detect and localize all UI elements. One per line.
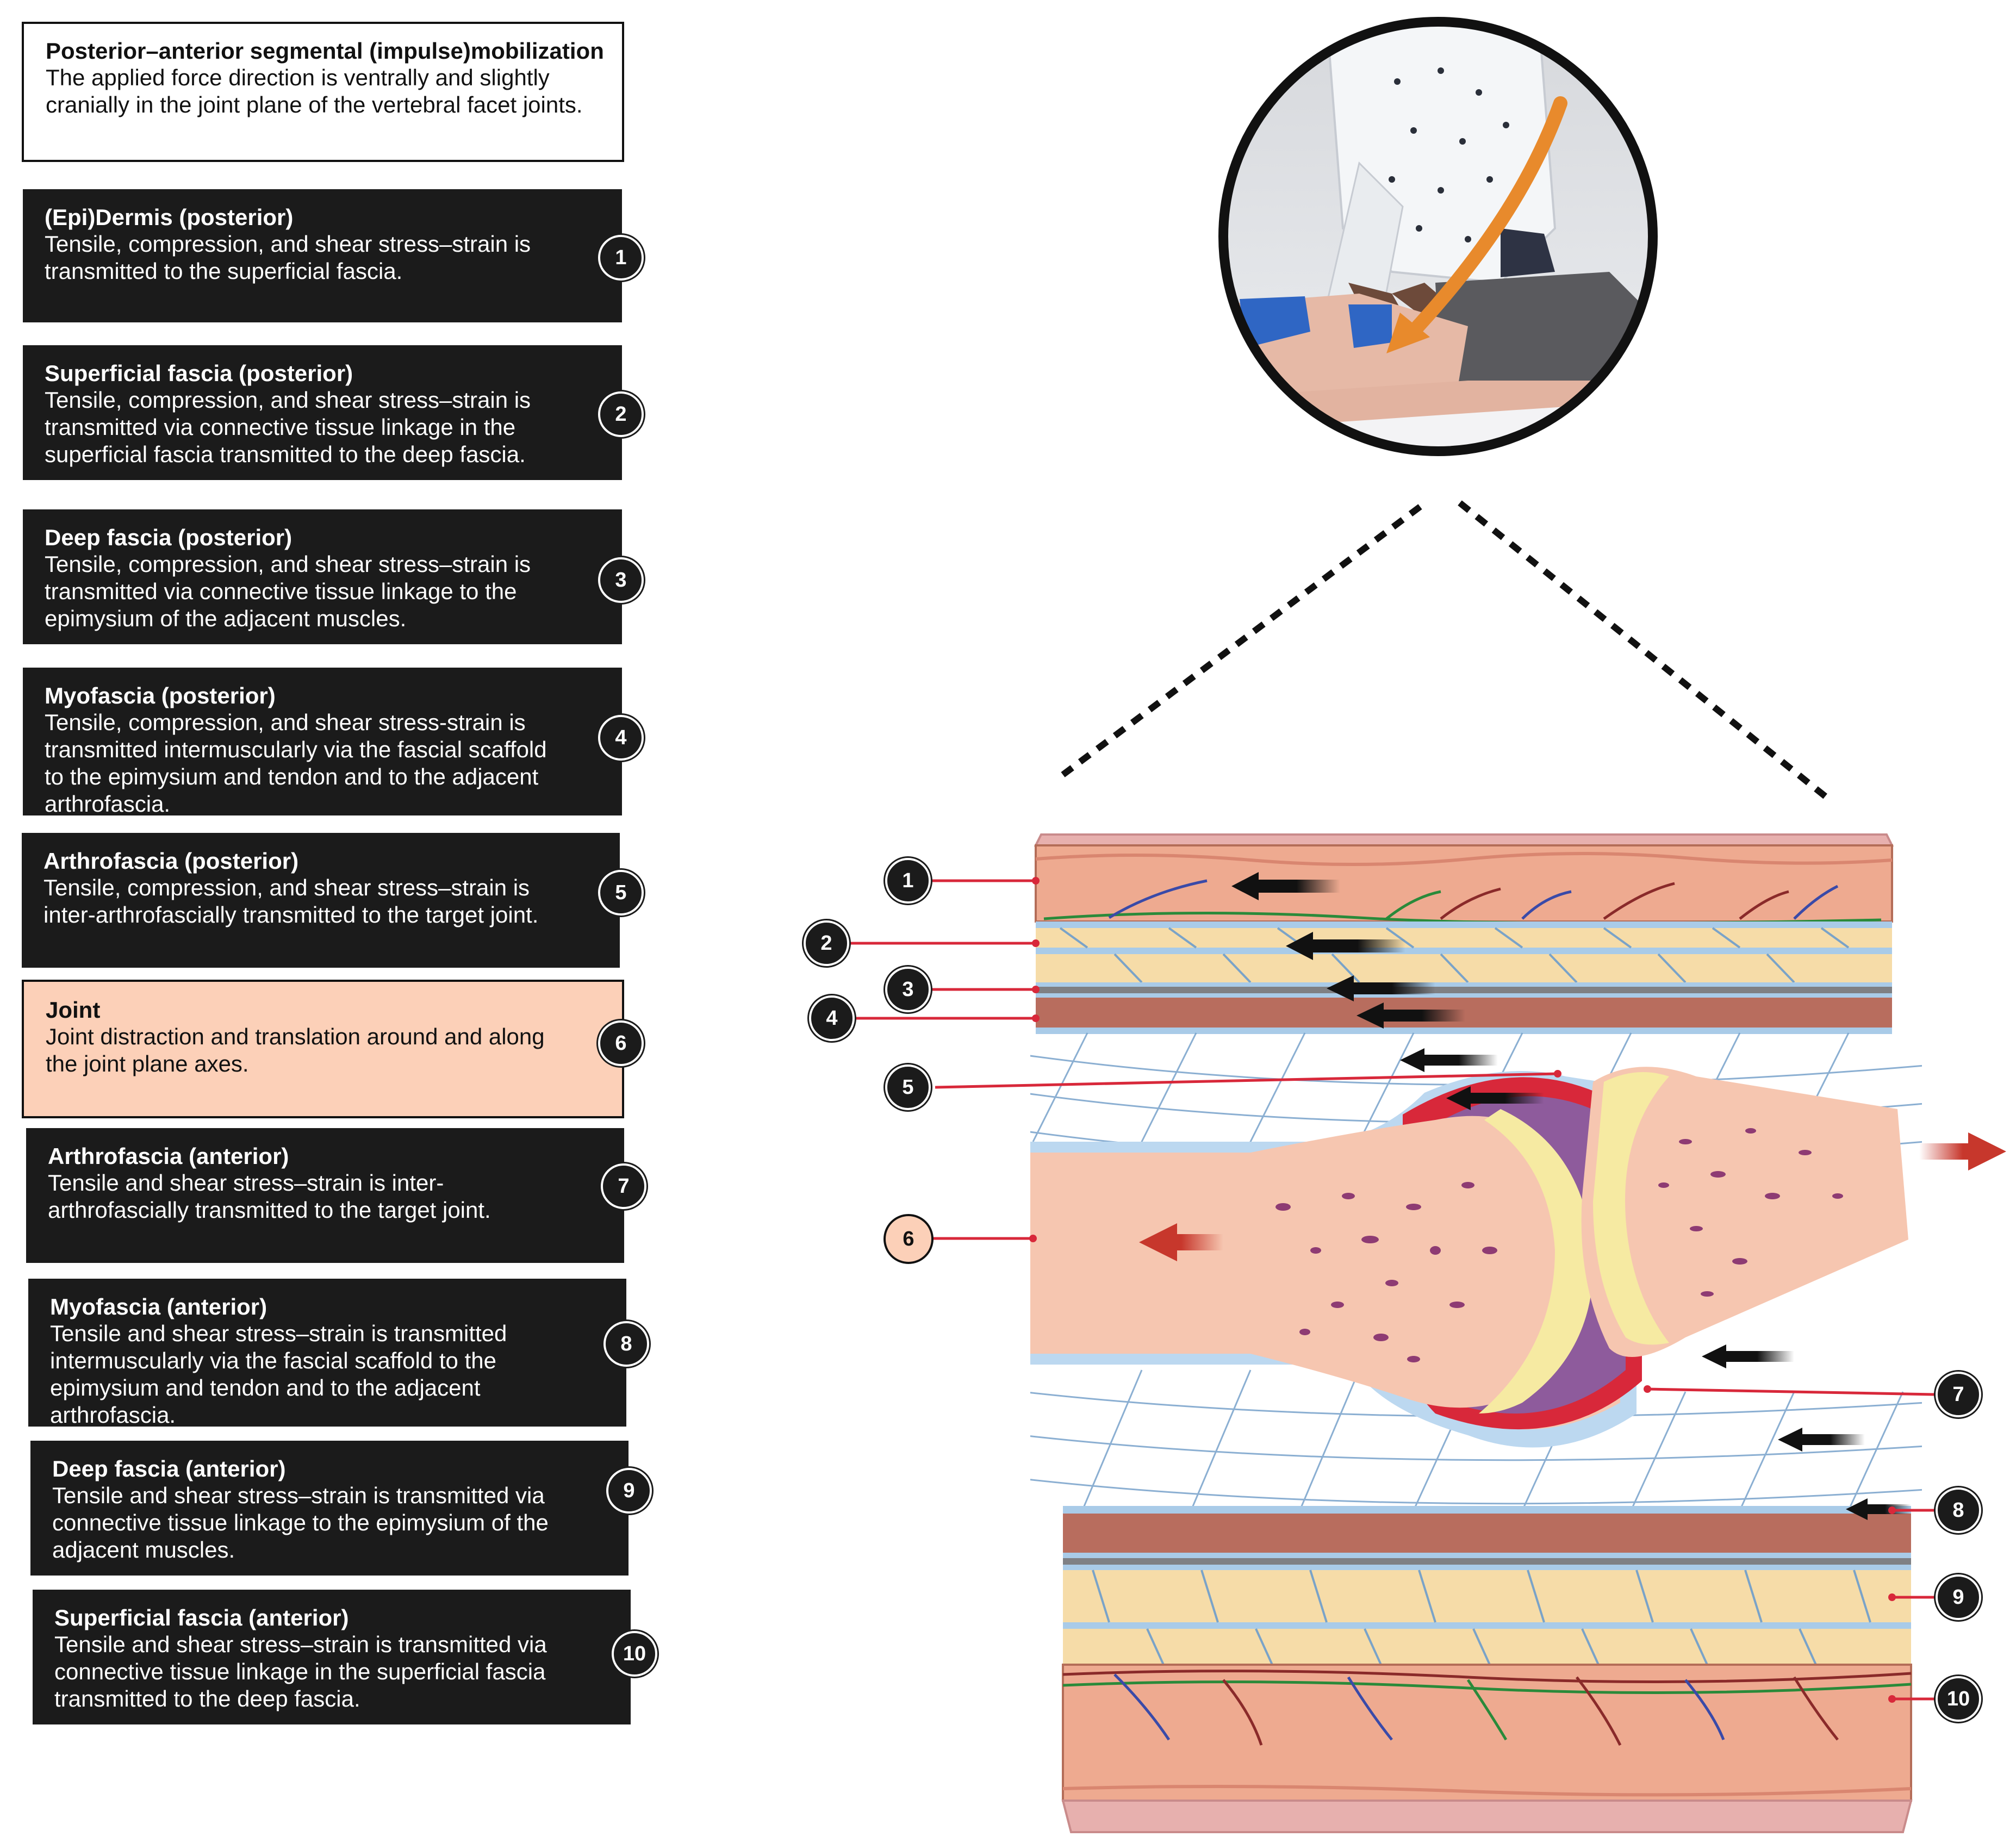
diagram-badge-1: 1 [885, 858, 931, 904]
force-arrow-icon [1401, 96, 1567, 344]
arthrofascia-region [1030, 1032, 1922, 1522]
box-badge-6: 6 [598, 1020, 644, 1066]
box-badge-3: 3 [598, 557, 644, 603]
box-badge-4: 4 [598, 715, 644, 761]
layer-box-9: Deep fascia (anterior) Tensile and shear… [30, 1441, 629, 1576]
distraction-arrow-icon [1139, 1132, 2006, 1261]
layer-box-8: Myofascia (anterior) Tensile and shear s… [28, 1279, 626, 1428]
box-badge-9: 9 [606, 1468, 652, 1514]
layer-box-5: Arthrofascia (posterior) Tensile, compre… [22, 833, 620, 968]
layer-box-10: Superficial fascia (anterior) Tensile an… [33, 1590, 631, 1724]
layer-description: Tensile and shear stress–strain is inter… [48, 1170, 491, 1223]
layer-box-6: Joint Joint distraction and translation … [22, 980, 624, 1118]
layer-description: Tensile, compression, and shear stress–s… [45, 231, 531, 284]
header-box: Posterior–anterior segmental (impulse)mo… [22, 22, 624, 162]
diagram-badge-9: 9 [1936, 1574, 1981, 1620]
layer-title: Myofascia (anterior) [50, 1294, 267, 1319]
layer-description: Tensile and shear stress–strain is trans… [52, 1483, 549, 1562]
layer-box-3: Deep fascia (posterior) Tensile, compres… [23, 509, 622, 644]
layer-title: Joint [46, 997, 101, 1023]
diagram-badge-5: 5 [885, 1064, 931, 1110]
diagram-badge-8: 8 [1936, 1487, 1981, 1533]
layer-title: Deep fascia (anterior) [52, 1456, 286, 1481]
layer-title: Deep fascia (posterior) [45, 525, 293, 550]
header-title: Posterior–anterior segmental (impulse)mo… [46, 38, 604, 64]
layer-description: Tensile and shear stress–strain is trans… [54, 1632, 547, 1711]
layer-title: Superficial fascia (anterior) [54, 1605, 349, 1630]
layer-description: Tensile, compression, and shear stress–s… [45, 551, 531, 631]
box-badge-7: 7 [601, 1163, 646, 1209]
layer-title: Arthrofascia (posterior) [43, 848, 299, 874]
diagram-badge-4: 4 [809, 995, 855, 1041]
posterior-tissue-stack [1034, 833, 1894, 1034]
layer-box-1: (Epi)Dermis (posterior) Tensile, compres… [23, 189, 622, 322]
layer-box-4: Myofascia (posterior) Tensile, compressi… [23, 668, 622, 817]
layer-box-7: Arthrofascia (anterior) Tensile and shea… [26, 1128, 624, 1263]
diagram-badge-2: 2 [804, 920, 849, 966]
diagram-badge-6: 6 [883, 1214, 934, 1264]
diagram-badge-7: 7 [1936, 1372, 1981, 1417]
box-badge-8: 8 [603, 1321, 649, 1367]
box-badge-2: 2 [598, 391, 644, 437]
layer-title: Myofascia (posterior) [45, 683, 276, 708]
layer-title: (Epi)Dermis (posterior) [45, 204, 294, 230]
leader-lines [848, 879, 1936, 1701]
anterior-tissue-stack [1061, 1506, 1913, 1833]
box-badge-5: 5 [598, 870, 644, 916]
diagram-badge-10: 10 [1936, 1676, 1981, 1722]
layer-box-2: Superficial fascia (posterior) Tensile, … [23, 345, 622, 480]
box-badge-10: 10 [612, 1631, 657, 1677]
diagram-badge-3: 3 [885, 967, 931, 1012]
layer-description: Tensile, compression, and shear stress–s… [45, 387, 531, 467]
layer-title: Superficial fascia (posterior) [45, 360, 353, 386]
layer-description: Tensile, compression, and shear stress-s… [45, 709, 547, 817]
box-badge-1: 1 [598, 235, 644, 281]
layer-description: Tensile and shear stress–strain is trans… [50, 1321, 507, 1428]
tissue-shift-arrow-icon [1231, 872, 1911, 1520]
header-description: The applied force direction is ventrally… [46, 65, 583, 117]
layer-description: Tensile, compression, and shear stress–s… [43, 875, 539, 927]
layer-title: Arthrofascia (anterior) [48, 1143, 289, 1169]
layer-description: Joint distraction and translation around… [46, 1024, 545, 1076]
